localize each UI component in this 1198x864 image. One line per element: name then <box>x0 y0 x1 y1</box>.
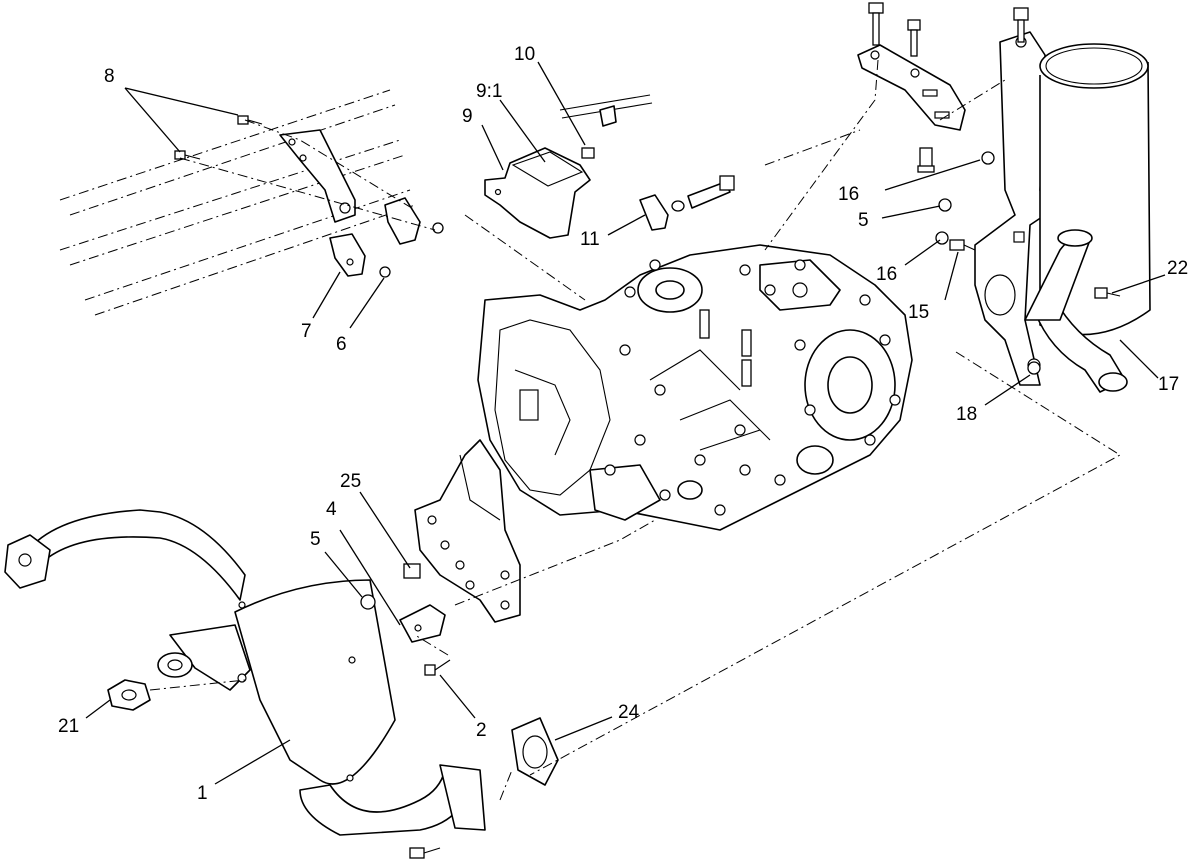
bolt-item-22 <box>1094 287 1121 299</box>
callout-11: 11 <box>580 229 600 250</box>
callout-labels: 8 10 9:1 9 11 16 5 16 22 15 17 18 7 6 25… <box>58 44 1188 804</box>
callout-10: 10 <box>514 44 535 65</box>
exhaust-pipe-item-1 <box>4 509 486 836</box>
callout-4: 4 <box>326 499 337 520</box>
callout-24: 24 <box>618 702 640 723</box>
nut-item-5a <box>938 198 952 212</box>
support-rod <box>559 94 653 127</box>
bolt-item-8a <box>237 115 263 125</box>
leader-lines <box>85 61 1166 785</box>
heat-shield-bracket-item-9 <box>484 147 591 239</box>
upper-bracket-plate <box>857 44 966 131</box>
callout-21: 21 <box>58 716 79 737</box>
callout-25: 25 <box>340 471 361 492</box>
bolt-top-1 <box>868 2 884 46</box>
bracket-item-7 <box>329 233 366 277</box>
callout-5-upper: 5 <box>858 210 869 231</box>
bolt-top-2 <box>907 19 921 57</box>
washer-item-16a <box>981 151 995 165</box>
frame-rail-phantom <box>59 89 416 316</box>
nut-item-5b <box>360 594 376 610</box>
callout-22: 22 <box>1167 258 1188 279</box>
muffler-item-17 <box>1024 43 1151 393</box>
assembly-lines <box>149 59 1121 801</box>
transaxle-housing <box>477 244 913 531</box>
housing-bolts <box>604 259 901 516</box>
clip-bracket <box>384 197 421 245</box>
callout-2: 2 <box>476 720 487 741</box>
nut-item-25 <box>403 563 421 579</box>
callout-1: 1 <box>197 783 208 804</box>
callout-8: 8 <box>104 66 115 87</box>
callout-9-1: 9:1 <box>476 81 502 102</box>
gasket-item-21 <box>107 679 151 711</box>
callout-6: 6 <box>336 334 347 355</box>
gasket-item-24 <box>511 717 559 786</box>
clamp-item-4 <box>399 604 446 643</box>
bolt-item-11-group <box>639 175 735 231</box>
callout-16-lower: 16 <box>876 264 897 285</box>
nut-item-6 <box>379 266 391 278</box>
rail-mount-bracket <box>279 129 356 223</box>
bolt-item-top-right <box>1013 7 1029 43</box>
mount-plate <box>414 439 521 623</box>
bolt-item-8b <box>174 150 201 160</box>
callout-5-lower: 5 <box>310 529 321 550</box>
callout-17: 17 <box>1158 374 1179 395</box>
callout-15: 15 <box>908 302 929 323</box>
nut-upper <box>432 222 444 234</box>
bolt-bracket-lower <box>917 147 935 173</box>
callout-9: 9 <box>462 106 473 127</box>
bolt-item-10 <box>581 147 595 159</box>
bolt-item-15 <box>949 239 976 251</box>
callout-16-upper: 16 <box>838 184 859 205</box>
bolt-item-2 <box>424 659 451 676</box>
callout-18: 18 <box>956 404 977 425</box>
bolt-bottom <box>409 847 441 859</box>
muffler-mount-bracket <box>974 31 1046 386</box>
nut-item-18 <box>1027 361 1041 375</box>
callout-7: 7 <box>301 321 312 342</box>
